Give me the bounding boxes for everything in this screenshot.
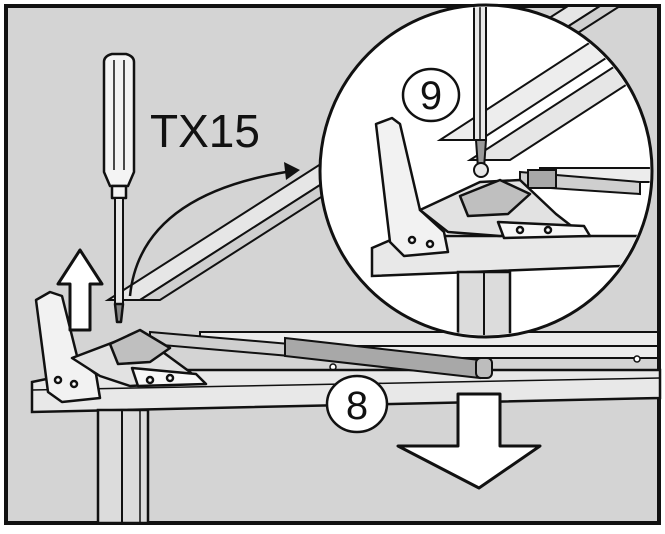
hinge-bracket (34, 290, 208, 404)
torx-screwdriver-icon (102, 52, 136, 324)
arrow-up-icon (56, 248, 104, 332)
arrow-down-icon (396, 392, 542, 490)
step-badge-9: 9 (401, 67, 461, 123)
table-leg (96, 408, 150, 525)
detail-view: 9 (318, 3, 654, 339)
rail-screw (633, 355, 641, 363)
tool-label: TX15 (150, 105, 260, 157)
gas-strut (149, 330, 493, 380)
step-number-detail: 9 (420, 74, 442, 118)
step-number-main: 8 (346, 384, 368, 428)
curved-arrow-icon (128, 162, 300, 297)
step-badge-8: 8 (325, 374, 389, 434)
